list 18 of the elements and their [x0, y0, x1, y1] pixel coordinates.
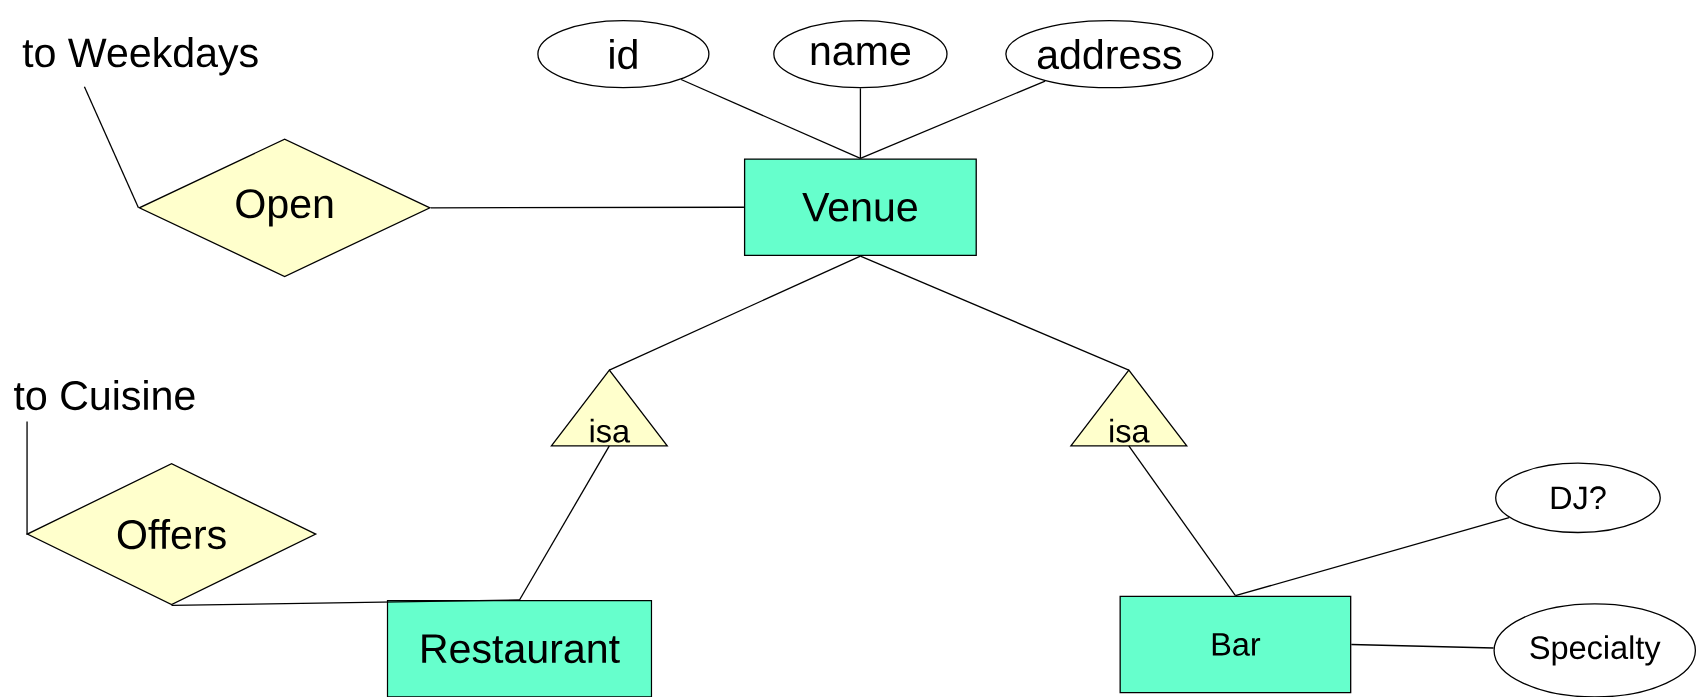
connector-line: [859, 255, 1130, 371]
connector-line: [608, 255, 862, 371]
entity-box: Restaurant: [386, 600, 653, 697]
connector-line: [1350, 643, 1495, 649]
connector-line: [859, 87, 862, 160]
connector-line: [859, 80, 1046, 160]
note-text: to Weekdays: [22, 37, 258, 76]
entity-box: Venue: [743, 158, 977, 257]
connector-line: [83, 86, 140, 209]
connector-line: [1128, 445, 1237, 597]
connector-line: [518, 445, 610, 601]
connector-line: [25, 420, 28, 535]
connector-line: [680, 78, 862, 160]
entity-box: Bar: [1119, 595, 1352, 694]
connector-line: [170, 599, 521, 607]
connector-line: [1234, 516, 1510, 597]
connector-line: [430, 206, 745, 209]
note-text: to Cuisine: [14, 379, 195, 411]
